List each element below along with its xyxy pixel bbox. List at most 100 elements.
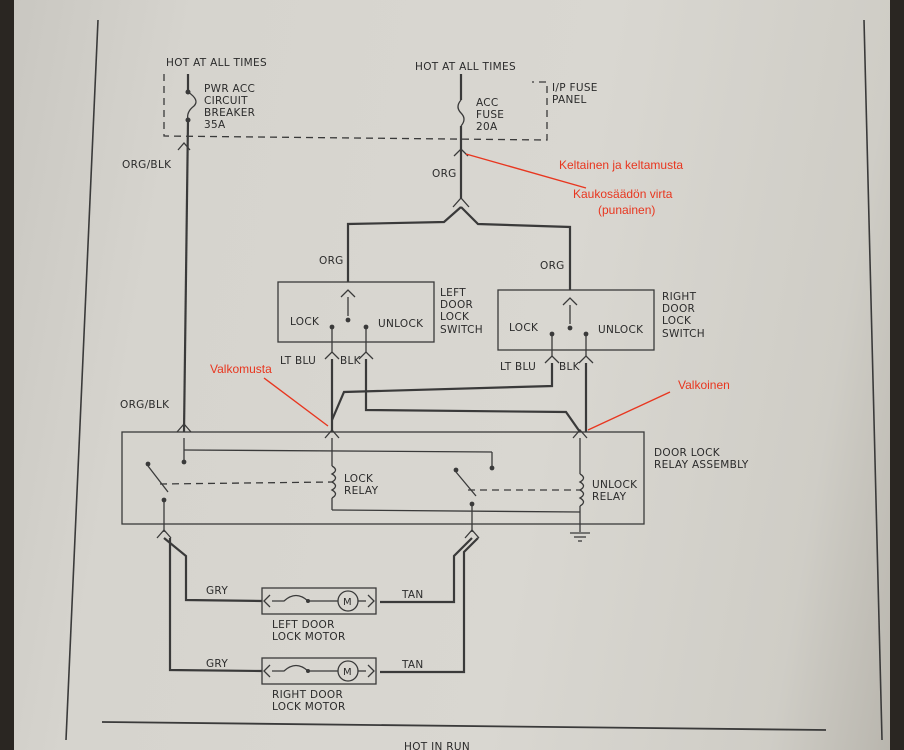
breaker-label-3: BREAKER [204,107,255,119]
right-motor-label-1: RIGHT DOOR [272,689,343,701]
blk-left-wire [364,359,581,433]
fuse-panel-box [163,74,548,141]
left-switch-lock-connector [324,351,340,360]
lock-relay-linkage [159,481,333,485]
gry-label-1: GRY [206,585,228,597]
left-switch-connector-in [340,289,356,298]
right-switch-lock-contact [549,331,555,337]
org-label-right: ORG [540,260,565,272]
relay-feed-bus [183,449,493,453]
hot-at-all-times-left: HOT AT ALL TIMES [166,57,267,69]
org-label-left: ORG [319,255,344,267]
right-switch-lock-connector [544,355,560,364]
gry-wire-left-motor [163,537,263,603]
unlock-relay-label-2: RELAY [592,491,627,503]
lock-relay-label-1: LOCK [344,473,374,485]
page-right-rule [863,19,883,741]
right-switch-name-3: LOCK [662,315,692,327]
fuse-label-2: FUSE [476,109,504,121]
right-switch-connector-in [562,297,578,306]
right-switch-unlock-contact [583,331,589,337]
fuse-label-3: 20A [476,121,498,133]
relay-assembly-name-1: DOOR LOCK [654,447,721,459]
left-switch-unlock-connector [358,351,374,360]
right-switch-unlock-label: UNLOCK [598,324,644,336]
hot-in-run-label: HOT IN RUN [404,741,470,750]
fuse-panel-label-1: I/P FUSE [552,82,598,94]
left-door-lock-switch-box [277,281,435,343]
fuse-label-1: ACC [476,97,499,109]
relay-assembly-name-2: RELAY ASSEMBLY [654,459,749,471]
breaker-label-2: CIRCUIT [204,95,248,107]
right-switch-name-2: DOOR [662,303,695,315]
org-blk-wire [182,119,190,433]
lt-blu-label-left: LT BLU [280,355,316,367]
lock-relay-arm [147,465,169,493]
lt-blu-label-right: LT BLU [500,361,536,373]
right-door-lock-motor-box [261,657,377,685]
connector-lock-relay [324,429,340,439]
left-door-lock-motor-box [261,587,377,615]
relay-ground-bus [331,509,581,513]
org-left-wire [346,206,462,282]
right-switch-pivot [567,325,573,331]
splice-connector [452,197,470,208]
breaker-label-4: 35A [204,119,226,131]
annotation-arrow-valkomusta [263,377,329,427]
blk-label-left: BLK [340,355,362,367]
unlock-contact-lower [469,501,475,507]
unlock-contact-upper [453,467,459,473]
right-motor-label-2: LOCK MOTOR [272,701,346,713]
left-motor-label-2: LOCK MOTOR [272,631,346,643]
org-label: ORG [432,168,457,180]
connector-tan-out [464,529,480,539]
left-switch-name-2: DOOR [440,299,473,311]
left-switch-name-4: SWITCH [440,324,483,336]
relay-feed-node-right [489,465,495,471]
page-bottom-rule [101,721,827,731]
connector-org-blk-relay [176,423,192,433]
breaker-bimetal-icon [186,91,197,121]
tan-label-1: TAN [401,589,424,601]
left-switch-unlock-label: UNLOCK [378,318,424,330]
annotation-punainen: (punainen) [598,203,655,217]
connector-org-blk-top [177,142,191,151]
lock-contact-lower [161,497,167,503]
left-switch-unlock-contact [363,324,369,330]
left-motor-breaker-icon [272,594,330,602]
org-blk-label-top: ORG/BLK [122,159,172,171]
connector-fuse-out [453,148,469,157]
gry-wire-right-motor [168,538,263,673]
relay-feed-node [181,459,187,465]
left-switch-name-3: LOCK [440,311,470,323]
left-switch-name-1: LEFT [440,287,466,299]
unlock-relay-arm [455,471,477,497]
breaker-terminal-top [185,89,191,95]
right-motor-breaker-icon [272,664,330,672]
blk-label-right: BLK [559,361,581,373]
unlock-relay-coil-icon [578,473,585,507]
lock-relay-coil-icon [330,465,337,499]
tan-wire-right-motor [380,537,479,674]
right-motor-connector-in [263,664,271,678]
left-motor-connector-out [367,594,375,608]
annotation-keltainen: Keltainen ja keltamusta [559,158,683,172]
hot-at-all-times-right: HOT AT ALL TIMES [415,61,516,73]
right-switch-lock-label: LOCK [509,322,539,334]
annotation-valkomusta: Valkomusta [210,362,272,376]
org-blk-label-mid: ORG/BLK [120,399,170,411]
right-switch-name-4: SWITCH [662,328,705,340]
connector-unlock-relay [572,429,588,439]
left-motor-connector-in [263,594,271,608]
left-switch-pivot [345,317,351,323]
annotation-kaukosaadon-virta: Kaukosäädön virta [573,187,673,201]
fuse-panel-label-2: PANEL [552,94,587,106]
left-motor-symbol: M [343,597,352,608]
gry-label-2: GRY [206,658,228,670]
breaker-label-1: PWR ACC [204,83,255,95]
lt-blu-right-wire [330,363,554,421]
right-motor-symbol: M [343,667,352,678]
fuse-element-icon [457,99,465,127]
door-lock-relay-assembly-box [121,431,645,525]
annotation-arrow-valkoinen [587,391,671,431]
